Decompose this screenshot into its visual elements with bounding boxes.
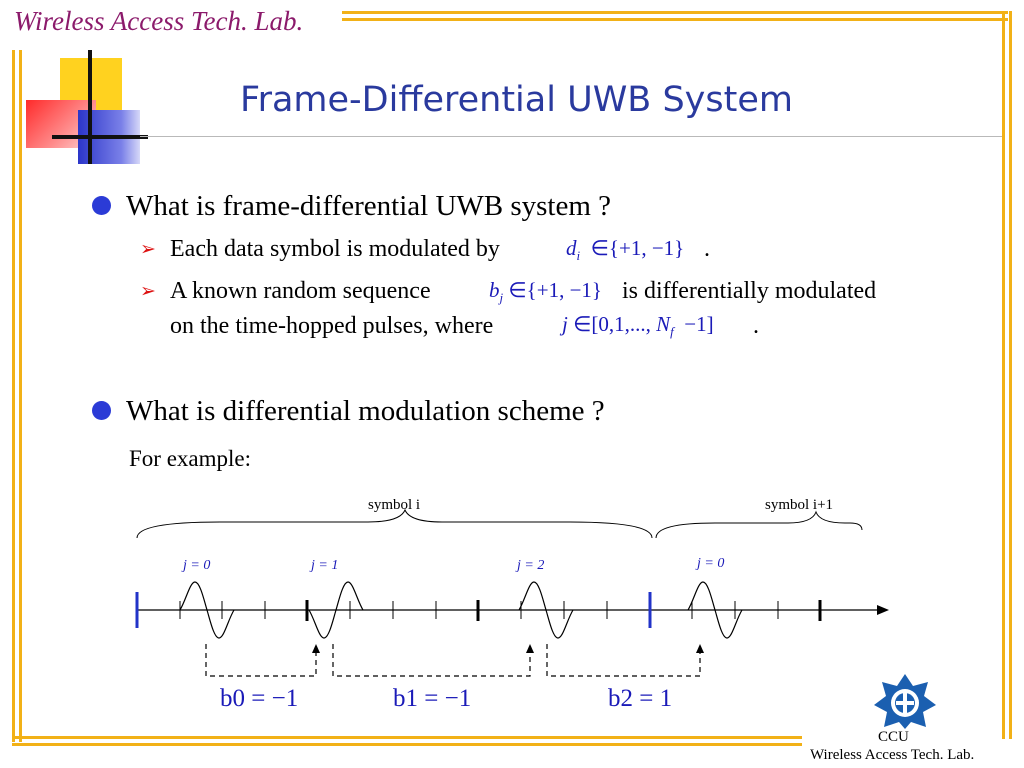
time-axis-arrowhead-icon [877, 605, 889, 615]
symbol-i-label: symbol i [368, 497, 420, 513]
arrow-bullet-icon: ➢ [140, 280, 156, 302]
sub-bullet-2-text: A known random sequence [170, 278, 431, 304]
arrow-up-icon [696, 644, 704, 653]
reference-paths [205, 644, 701, 677]
bullet-dot-icon [92, 401, 111, 420]
arrow-bullet-icon: ➢ [140, 238, 156, 260]
frame-right-line-outer [1009, 11, 1012, 739]
frame-right-line [1002, 11, 1005, 739]
arrow-up-icon [526, 644, 534, 653]
j-label-3: j = 0 [695, 556, 724, 571]
symbol-i-brace [136, 508, 653, 539]
b-label-1: b1 = −1 [393, 685, 471, 712]
lab-header: Wireless Access Tech. Lab. [14, 6, 304, 36]
footer-org: CCU [878, 729, 909, 745]
math-j-range: j ∈[0,1,..., Nf −1] [562, 312, 714, 340]
reference-path-2 [546, 644, 701, 677]
pulse-j1 [308, 581, 364, 639]
symbol-i1-label: symbol i+1 [765, 497, 833, 513]
differential-modulation-diagram: symbol i symbol i+1 j = 0 j = 1 j = 2 j … [135, 497, 889, 712]
pulse-j0-next [687, 581, 743, 639]
sub-bullet-1-period: . [704, 236, 710, 262]
pulse-j2 [518, 581, 574, 639]
sub-bullet-2-text-b: is differentially modulated [622, 278, 877, 304]
reference-path-1 [332, 644, 531, 677]
math-d-i: di ∈{+1, −1} [566, 236, 685, 264]
ccu-emblem-icon [874, 674, 936, 729]
title-divider [140, 136, 1002, 137]
for-example-text: For example: [129, 446, 251, 471]
j-label-1: j = 1 [309, 558, 338, 573]
arrow-up-icon [312, 644, 320, 653]
footer-lab-name: Wireless Access Tech. Lab. [810, 747, 975, 763]
deco-vertical-bar [88, 50, 92, 164]
j-label-0: j = 0 [181, 558, 210, 573]
bullet-2-text: What is differential modulation scheme ? [126, 395, 605, 427]
frame-bottom-line-outer [12, 743, 802, 746]
frame-left-line [12, 50, 15, 742]
symbol-i1-brace [655, 510, 863, 539]
j-label-2: j = 2 [515, 558, 544, 573]
deco-horizontal-bar [52, 135, 148, 139]
pulse-j0 [179, 581, 235, 639]
bullet-dot-icon [92, 196, 111, 215]
page-title: Frame-Differential UWB System [240, 80, 793, 120]
b-label-0: b0 = −1 [220, 685, 298, 712]
frame-bottom-line [12, 736, 802, 739]
reference-path-0 [205, 644, 317, 677]
frame-top-line-inner [342, 18, 1008, 21]
chip-ticks [179, 601, 779, 619]
math-b-j: bj ∈{+1, −1} [489, 278, 603, 306]
sub-bullet-2-period: . [753, 313, 759, 339]
sub-bullet-2-line2: on the time-hopped pulses, where [170, 313, 494, 339]
sub-bullet-1-text: Each data symbol is modulated by [170, 236, 500, 262]
frame-left-line-inner [19, 50, 22, 742]
b-label-2: b2 = 1 [608, 685, 672, 712]
frame-top-line [342, 11, 1008, 14]
bullet-1-text: What is frame-differential UWB system ? [126, 190, 612, 222]
